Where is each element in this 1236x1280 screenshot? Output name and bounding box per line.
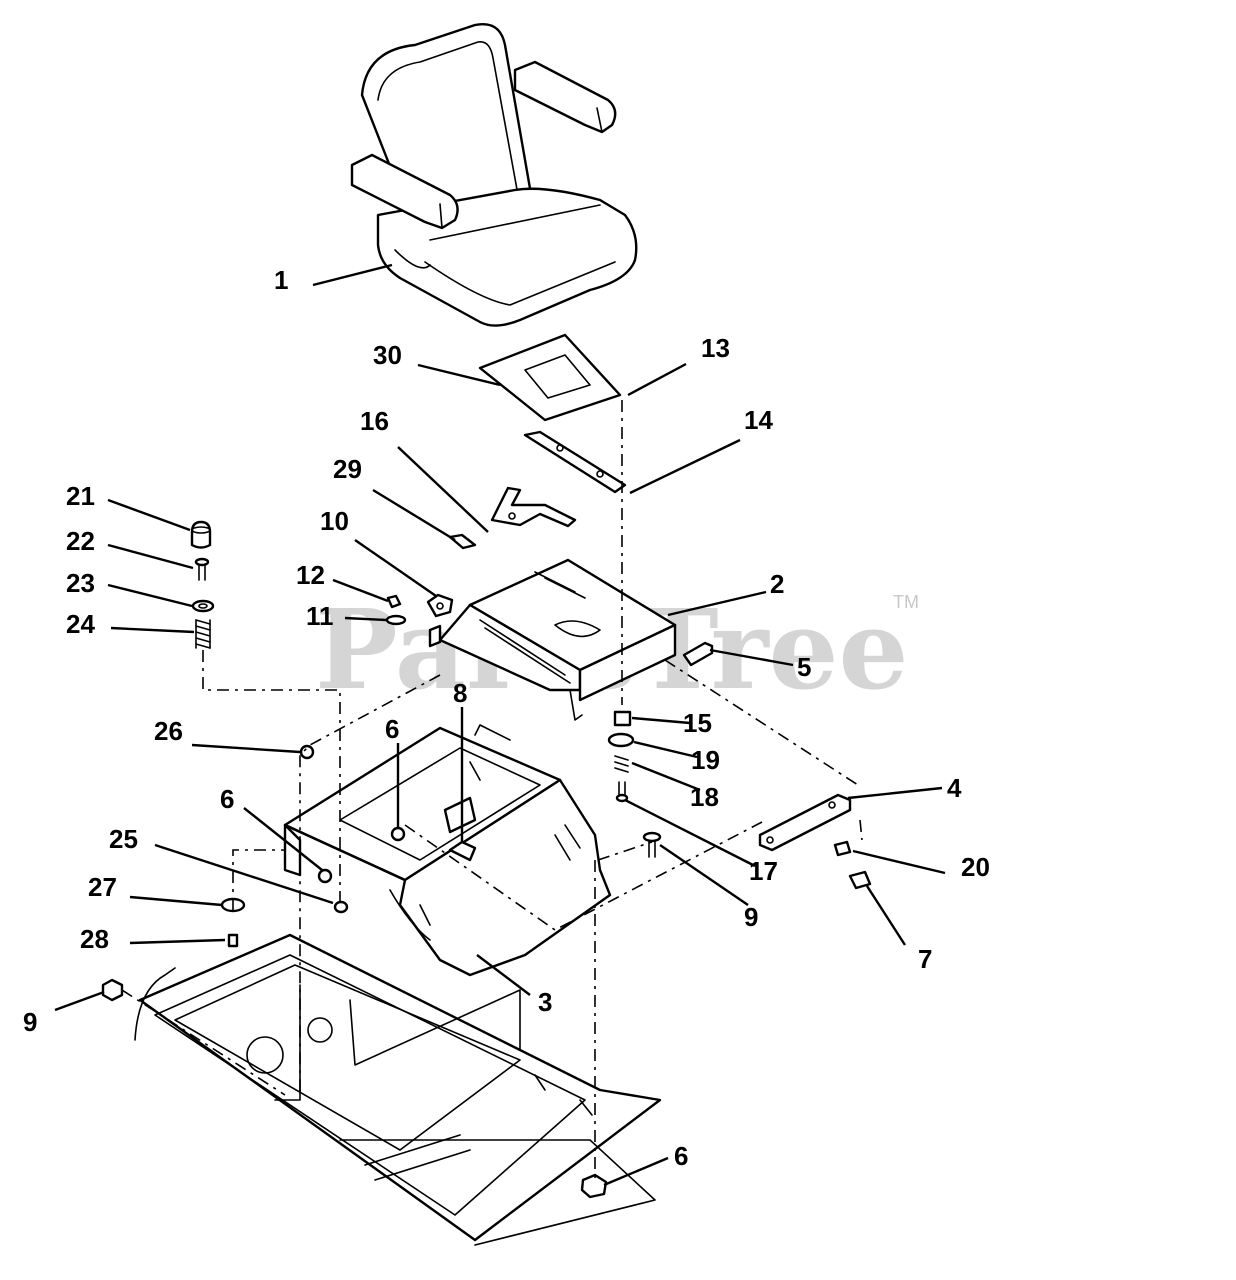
spring-stack [190,520,215,649]
seat-bracket [385,558,714,721]
callout-20: 20 [961,852,990,882]
watermark-trademark: TM [893,592,919,612]
callout-11: 11 [306,601,334,631]
leader-lines [54,263,946,1187]
callout-21: 21 [66,481,95,511]
callout-10: 10 [320,506,349,536]
callout-19: 19 [691,745,720,775]
seat-plates [448,333,627,550]
callout-26: 26 [154,716,183,746]
seat-drawing [350,23,638,327]
callout-25: 25 [109,824,138,854]
callout-16: 16 [360,406,389,436]
seat-base [220,710,662,977]
callout-labels: 1 30 13 14 16 29 21 22 23 24 10 12 11 2 … [23,265,990,1171]
callout-6: 6 [220,784,234,814]
callout-5: 5 [797,652,811,682]
callout-23: 23 [66,568,95,598]
callout-9: 9 [23,1007,37,1037]
callout-30: 30 [373,340,402,370]
callout-17: 17 [749,856,778,886]
callout-2: 2 [770,569,784,599]
callout-6: 6 [674,1141,688,1171]
bracket-assembly [758,793,872,890]
callout-24: 24 [66,609,95,639]
callout-29: 29 [333,454,362,484]
centerlines [121,400,863,1180]
callout-18: 18 [690,782,719,812]
callout-6: 6 [385,714,399,744]
callout-3: 3 [538,987,552,1017]
mower-frame [101,933,662,1246]
callout-12: 12 [296,560,325,590]
callout-1: 1 [274,265,288,295]
callout-28: 28 [80,924,109,954]
callout-13: 13 [701,333,730,363]
callout-4: 4 [947,773,962,803]
callout-15: 15 [683,708,712,738]
callout-8: 8 [453,678,467,708]
callout-7: 7 [918,944,932,974]
callout-22: 22 [66,526,95,556]
callout-9: 9 [744,902,758,932]
callout-14: 14 [744,405,773,435]
callout-27: 27 [88,872,117,902]
